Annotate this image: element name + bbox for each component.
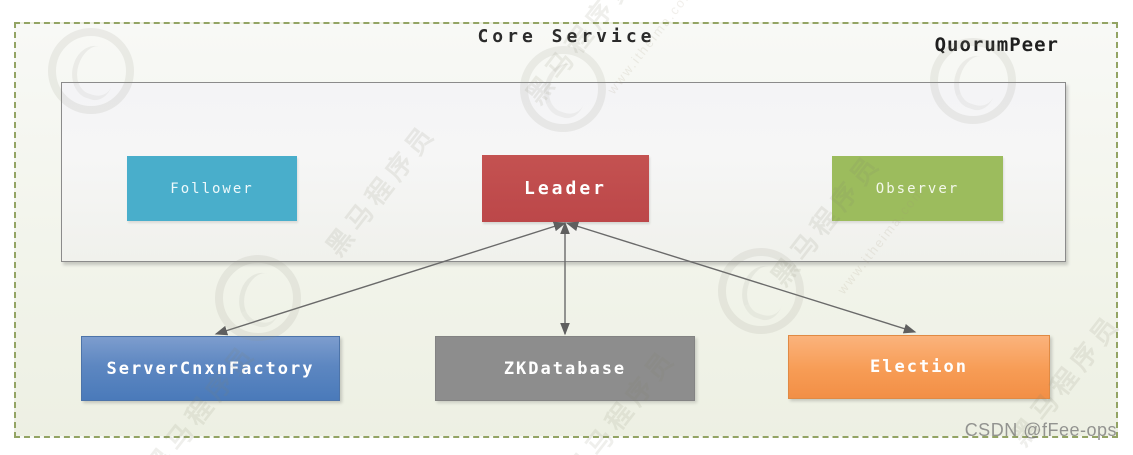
- node-observer-label: Observer: [875, 180, 960, 197]
- node-zkdatabase: ZKDatabase: [435, 336, 695, 401]
- node-leader: Leader: [482, 155, 649, 222]
- node-observer: Observer: [832, 156, 1003, 221]
- node-servercnxnfactory-label: ServerCnxnFactory: [106, 358, 315, 379]
- node-follower: Follower: [127, 156, 297, 221]
- core-service-title: Core Service: [477, 26, 656, 47]
- node-election-label: Election: [870, 357, 968, 377]
- node-follower-label: Follower: [170, 180, 254, 197]
- csdn-credit-watermark: CSDN @fFee-ops: [964, 420, 1117, 440]
- quorumpeer-title: QuorumPeer: [934, 34, 1059, 56]
- node-leader-label: Leader: [523, 178, 608, 199]
- node-election: Election: [788, 335, 1050, 399]
- node-servercnxnfactory: ServerCnxnFactory: [81, 336, 340, 401]
- node-zkdatabase-label: ZKDatabase: [503, 358, 627, 379]
